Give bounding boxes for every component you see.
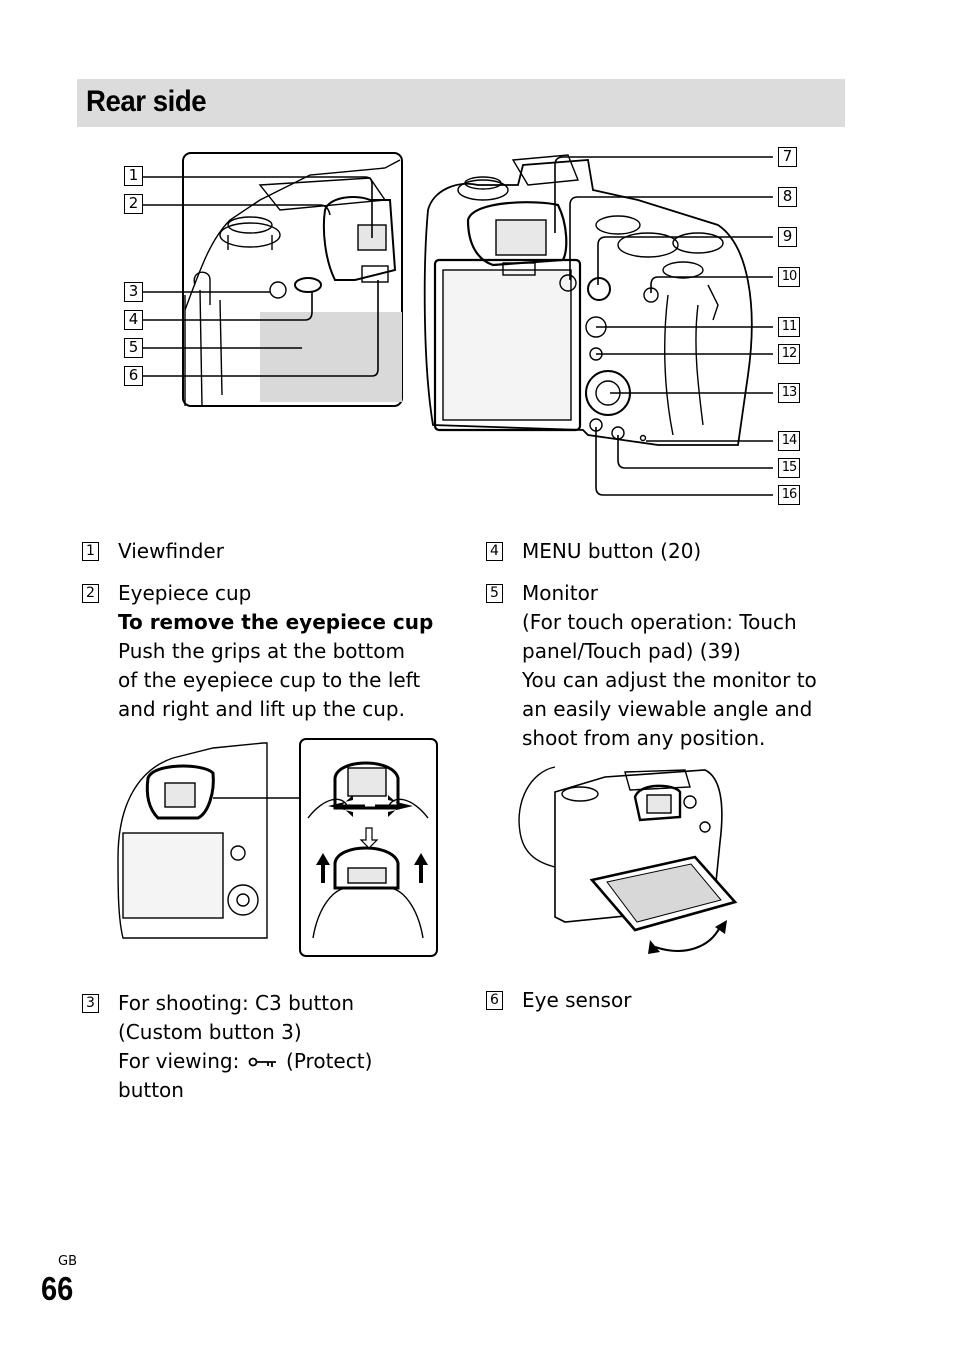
item-number: 2 xyxy=(82,584,99,603)
item-text: (For touch operation: Touch xyxy=(522,610,797,634)
viewing-suffix: (Protect) xyxy=(286,1049,373,1073)
camera-closeup-illustration xyxy=(142,152,403,407)
page-title: Rear side xyxy=(86,85,207,118)
callout-5: 5 xyxy=(124,338,143,358)
item-text: button xyxy=(118,1078,184,1102)
item-number: 4 xyxy=(486,542,503,561)
item-number: 1 xyxy=(82,542,99,561)
callout-7: 7 xyxy=(778,147,797,167)
callout-11: 11 xyxy=(778,317,800,337)
callout-12: 12 xyxy=(778,344,800,364)
item-label: For shooting: C3 button xyxy=(118,991,355,1015)
item-number: 5 xyxy=(486,584,503,603)
item-number: 6 xyxy=(486,991,503,1010)
item-text: an easily viewable angle and xyxy=(522,697,813,721)
page-number: 66 xyxy=(41,1270,74,1307)
callout-6: 6 xyxy=(124,366,143,386)
callout-8: 8 xyxy=(778,187,797,207)
item-label: Viewfinder xyxy=(118,539,224,563)
viewing-prefix: For viewing: xyxy=(118,1049,240,1073)
section-header: Rear side xyxy=(77,79,845,127)
item-text: of the eyepiece cup to the left xyxy=(118,668,421,692)
callout-10: 10 xyxy=(778,267,800,287)
item-text: You can adjust the monitor to xyxy=(522,668,817,692)
item-label: Monitor xyxy=(522,581,599,605)
callout-15: 15 xyxy=(778,458,800,478)
callout-14: 14 xyxy=(778,431,800,451)
camera-rear-illustration xyxy=(423,154,773,496)
item-number: 3 xyxy=(82,994,99,1013)
item-text: and right and lift up the cup. xyxy=(118,697,405,721)
eyepiece-removal-illustration xyxy=(117,738,438,957)
callout-3: 3 xyxy=(124,282,143,302)
item-label: MENU button (20) xyxy=(522,539,702,563)
item-text-viewing: For viewing: (Protect) xyxy=(118,1047,438,1076)
callout-9: 9 xyxy=(778,227,797,247)
item-label: Eyepiece cup xyxy=(118,581,252,605)
callout-1: 1 xyxy=(124,166,143,186)
item-subheading: To remove the eyepiece cup xyxy=(118,610,434,634)
callout-2: 2 xyxy=(124,194,143,214)
language-code: GB xyxy=(58,1254,77,1269)
monitor-tilt-illustration xyxy=(518,766,738,954)
key-icon xyxy=(248,1057,276,1067)
item-text: shoot from any position. xyxy=(522,726,766,750)
callout-13: 13 xyxy=(778,383,800,403)
item-text: (Custom button 3) xyxy=(118,1020,302,1044)
item-text: panel/Touch pad) (39) xyxy=(522,639,741,663)
item-text: Push the grips at the bottom xyxy=(118,639,405,663)
item-label: Eye sensor xyxy=(522,988,632,1012)
callout-4: 4 xyxy=(124,310,143,330)
callout-16: 16 xyxy=(778,485,800,505)
